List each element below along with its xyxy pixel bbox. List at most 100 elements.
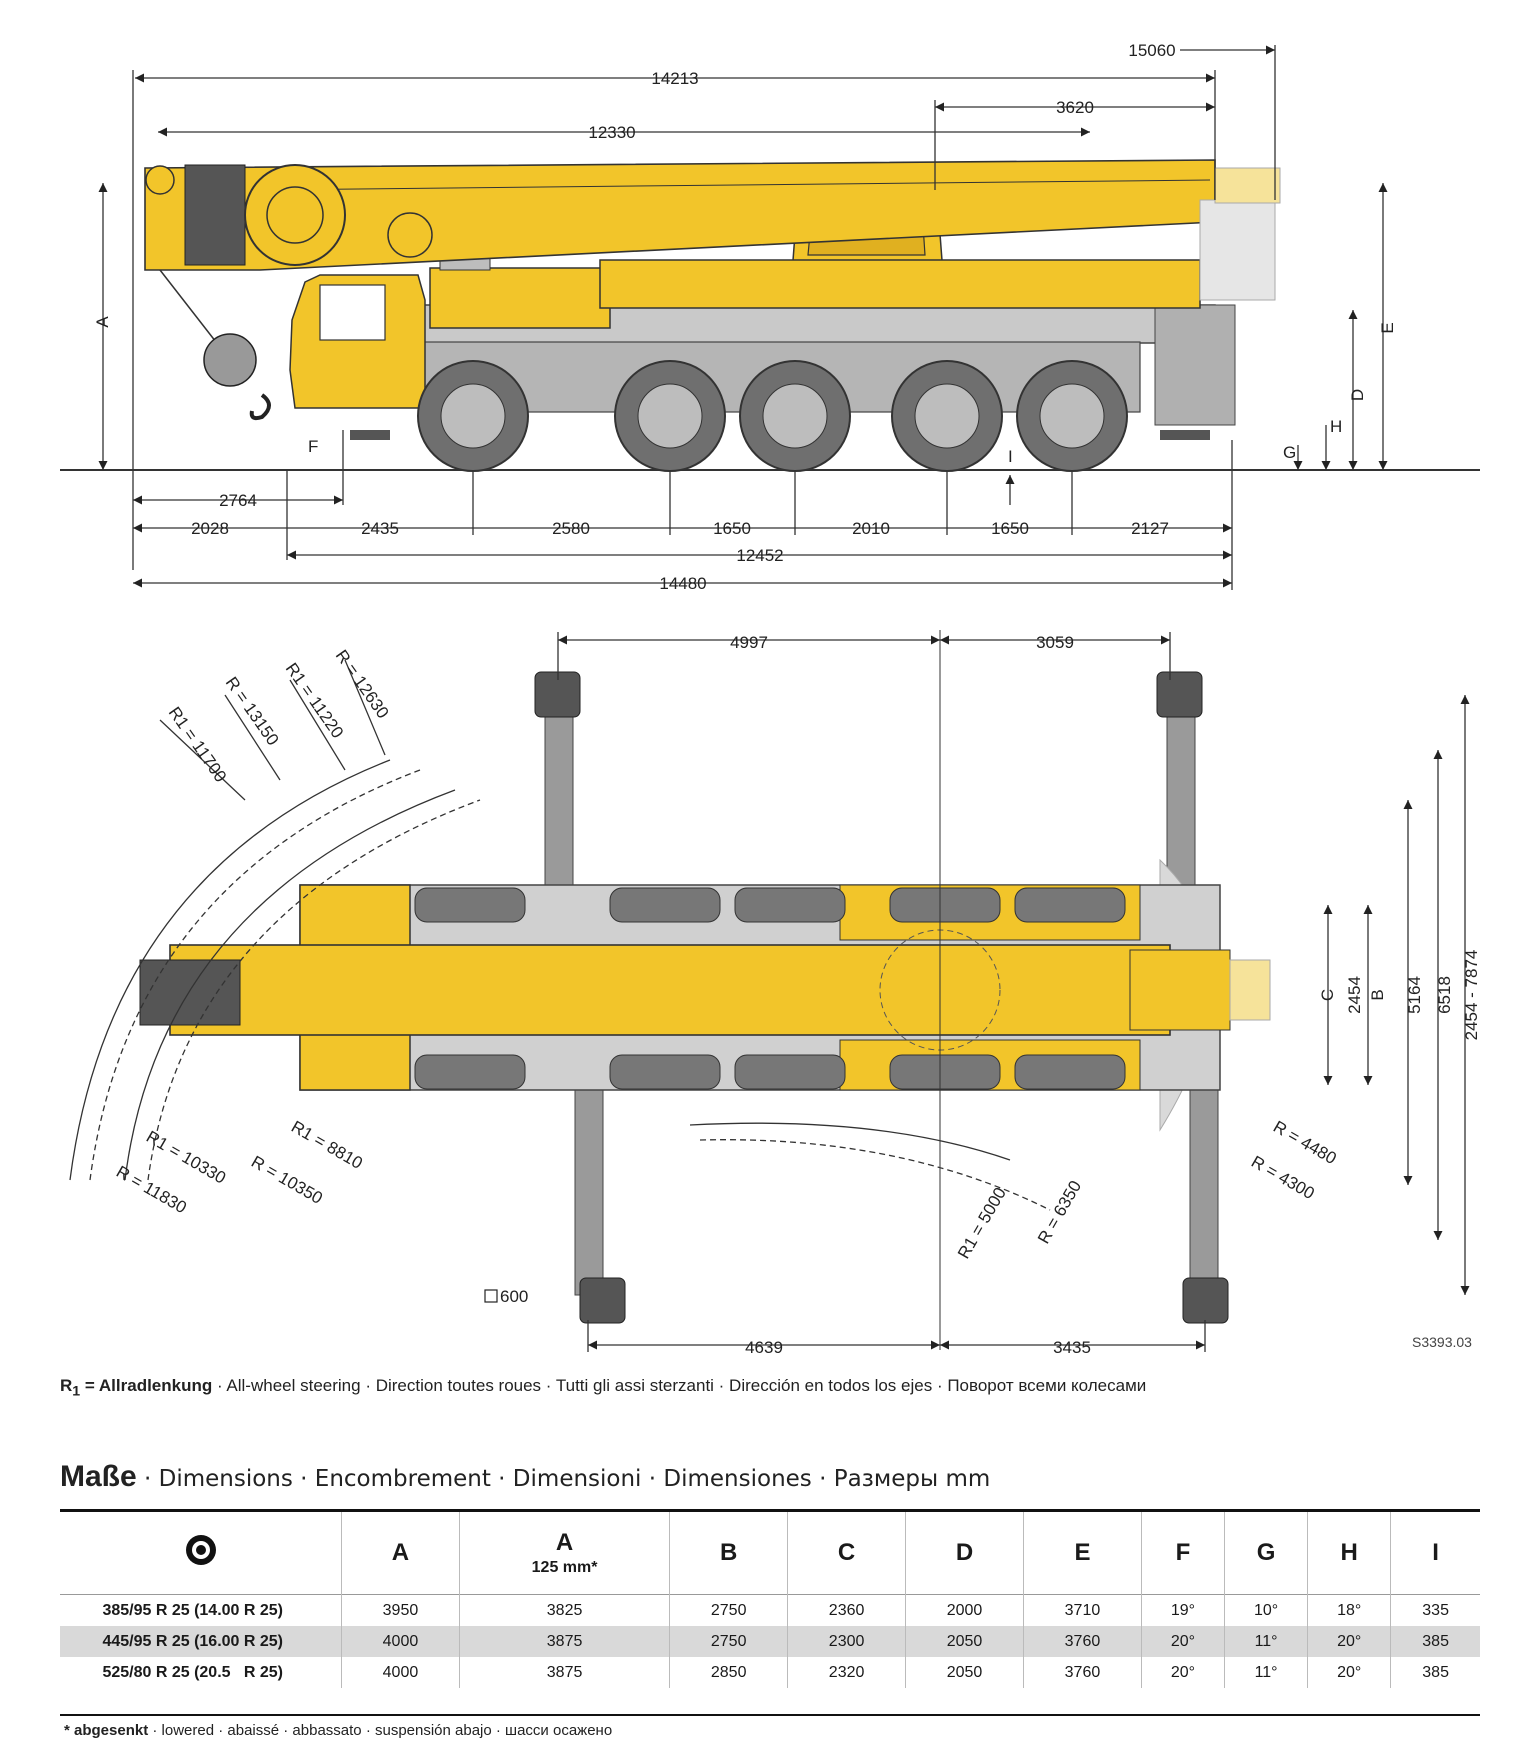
radius-r1-5000: R1 = 5000 [954,1184,1010,1262]
dim-3620: 3620 [1056,98,1094,117]
cell-a-lowered: 3825 [459,1594,671,1626]
dim-1650-b: 1650 [991,519,1029,538]
header-a: A [341,1512,460,1595]
label-b: B [1368,989,1387,1000]
radius-r-12630: R = 12630 [332,646,393,722]
label-a: A [93,316,112,328]
dim-14213: 14213 [651,69,698,88]
table-top-rule [60,1509,1480,1512]
table-row: 385/95 R 25 (14.00 R 25) 3950 3825 2750 … [60,1594,1480,1626]
dim-15060: 15060 [1128,41,1175,60]
dim-2454-7874: 2454 - 7874 [1462,950,1481,1041]
side-view-crane [60,159,1480,471]
footnote-translations: · lowered · abaissé · abbassato · suspen… [148,1722,613,1739]
tyre-column-header [60,1512,342,1595]
header-b: B [669,1512,789,1595]
cell-h: 20° [1307,1626,1392,1657]
radius-r1-11700: R1 = 11700 [165,703,231,785]
dim-4997: 4997 [730,633,768,652]
cell-c: 2300 [787,1626,907,1657]
footnote: * abgesenkt · lowered · abaissé · abbass… [64,1722,612,1739]
dim-5164: 5164 [1405,976,1424,1014]
footnote-term: * abgesenkt [64,1722,149,1739]
radius-r1-11220: R1 = 11220 [282,659,348,741]
radius-r1-8810: R1 = 8810 [288,1117,366,1173]
section-title-main: Maße [60,1460,137,1493]
label-f: F [308,437,318,456]
tyre-size: 445/95 R 25 (16.00 R 25) [60,1626,342,1657]
cell-a: 4000 [341,1626,460,1657]
header-d: D [905,1512,1024,1595]
turning-radius-arcs [69,659,1051,1211]
dim-4639: 4639 [745,1338,783,1357]
dim-1650-a: 1650 [713,519,751,538]
cell-d: 2050 [905,1657,1024,1688]
dim-3059: 3059 [1036,633,1074,652]
header-g: G [1224,1512,1309,1595]
technical-drawing: 15060 14213 3620 12330 2764 2028 2435 25… [60,41,1481,1357]
label-h: H [1330,417,1342,436]
section-title: Maße · Dimensions · Encombrement · Dimen… [60,1460,990,1494]
dim-2764: 2764 [219,491,257,510]
cell-g: 10° [1224,1594,1309,1626]
cell-f: 19° [1141,1594,1226,1626]
cell-f: 20° [1141,1657,1226,1688]
cell-i: 335 [1422,1601,1449,1619]
cell-h: 18° [1307,1594,1392,1626]
header-e: E [1023,1512,1142,1595]
top-view-dimensions [557,630,1470,1352]
cell-i: 385 [1422,1663,1449,1681]
cell-b: 2750 [669,1626,789,1657]
cell-g: 11° [1224,1626,1309,1657]
side-view-dim-labels: 15060 14213 3620 12330 2764 2028 2435 25… [93,41,1397,593]
square-symbol [484,1289,498,1303]
cell-h: 20° [1307,1657,1392,1688]
radius-r1-10330: R1 = 10330 [143,1127,229,1188]
dim-2580: 2580 [552,519,590,538]
dim-2127: 2127 [1131,519,1169,538]
table-bottom-rule [60,1714,1480,1716]
side-view-dimensions [98,45,1388,590]
radius-r-4480: R = 4480 [1270,1117,1340,1168]
dim-2435: 2435 [361,519,399,538]
dim-2010: 2010 [852,519,890,538]
cell-a: 3950 [341,1594,460,1626]
cell-c: 2320 [787,1657,907,1688]
dim-2028: 2028 [191,519,229,538]
cell-i: 385 [1390,1626,1480,1657]
table-row: 445/95 R 25 (16.00 R 25) 4000 3875 2750 … [60,1626,1480,1657]
table-row: 525/80 R 25 (20.5 R 25) 4000 3875 2850 2… [60,1657,1480,1688]
cell-d: 2000 [905,1594,1024,1626]
label-e: E [1378,322,1397,333]
header-h: H [1307,1512,1392,1595]
header-c: C [787,1512,907,1595]
tyre-icon [185,1534,216,1565]
cell-c: 2360 [787,1594,907,1626]
legend-translations: · All-wheel steering · Direction toutes … [212,1376,1147,1395]
label-g: G [1283,443,1296,462]
label-i: I [1008,447,1013,466]
cell-d: 2050 [905,1626,1024,1657]
section-title-subtitle: · Dimensions · Encombrement · Dimensioni… [136,1466,991,1492]
dim-2454: 2454 [1345,976,1364,1014]
cell-a: 4000 [341,1657,460,1688]
tyre-size: 385/95 R 25 (14.00 R 25) [60,1594,342,1626]
label-d: D [1348,389,1367,401]
cell-a-lowered: 3875 [459,1626,671,1657]
drawing-code: S3393.03 [1412,1334,1472,1350]
dim-6518: 6518 [1435,976,1454,1014]
dim-12452: 12452 [736,546,783,565]
header-f: F [1141,1512,1226,1595]
cell-a-lowered: 3875 [459,1657,671,1688]
header-i: I [1432,1539,1439,1566]
radius-r-11830: R = 11830 [113,1162,190,1217]
top-view-crane [139,671,1271,1324]
cell-e: 3760 [1023,1657,1142,1688]
tyre-size: 525/80 R 25 (20.5 R 25) [60,1657,342,1688]
label-c: C [1318,989,1337,1001]
radius-r-10350: R = 10350 [248,1152,326,1208]
cell-b: 2850 [669,1657,789,1688]
radius-r-4300: R = 4300 [1248,1152,1318,1203]
